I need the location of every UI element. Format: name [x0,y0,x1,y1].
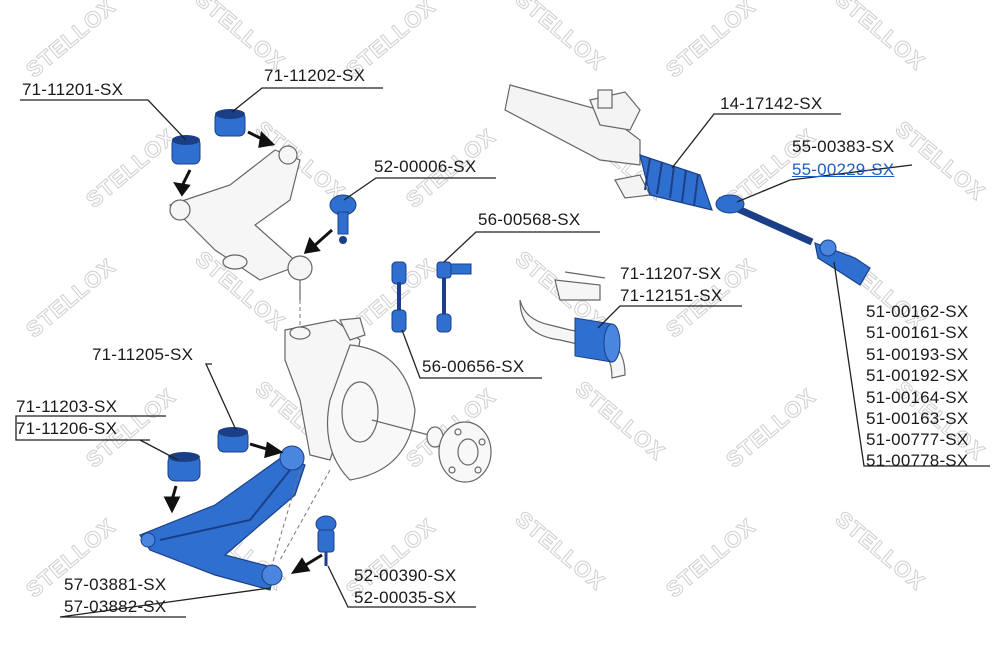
watermark-text: STELLOX [831,0,930,75]
part-label-52-00390[interactable]: 52-00390-SX [354,566,457,585]
upper-bushing-2-part[interactable] [214,109,246,137]
part-label-71-11202[interactable]: 71-11202-SX [264,66,366,85]
part-label-51-00778[interactable]: 51-00778-SX [866,451,969,470]
upper-control-arm [168,145,313,300]
watermark-text: STELLOX [511,0,610,75]
part-label-51-00192[interactable]: 51-00192-SX [866,366,969,385]
watermark-text: STELLOX [81,124,180,213]
watermark-text: STELLOX [571,376,670,465]
watermark-text: STELLOX [511,506,610,595]
lower-bushing-rear-part[interactable] [167,452,201,482]
part-label-51-00777[interactable]: 51-00777-SX [866,430,969,449]
part-label-51-00163[interactable]: 51-00163-SX [866,409,969,428]
watermark-text: STELLOX [831,506,930,595]
assembly-guides [271,300,331,566]
stabilizer-bushing-part[interactable] [574,317,621,363]
lower-bushing-front-part[interactable] [217,427,249,453]
watermark-text: STELLOX [721,384,820,473]
part-label-51-00162[interactable]: 51-00162-SX [866,302,969,321]
lower-ball-joint-part[interactable] [315,515,337,566]
part-label-71-11205[interactable]: 71-11205-SX [92,345,194,364]
part-label-71-11203[interactable]: 71-11203-SX [16,397,118,416]
part-label-57-03881[interactable]: 57-03881-SX [64,575,167,594]
part-label-51-00193[interactable]: 51-00193-SX [866,345,969,364]
part-label-52-00035[interactable]: 52-00035-SX [354,588,457,607]
watermark-text: STELLOX [191,0,290,75]
watermark-text: STELLOX [661,514,760,603]
part-label-71-12151[interactable]: 71-12151-SX [620,286,723,305]
inner-tie-rod-part[interactable] [715,194,814,246]
part-label-55-00229[interactable]: 55-00229-SX [792,160,895,179]
brake-shield [326,344,416,481]
part-label-56-00568[interactable]: 56-00568-SX [478,210,581,229]
upper-bushing-1-part[interactable] [171,135,201,165]
steering-rack-housing [504,84,651,199]
part-label-51-00164[interactable]: 51-00164-SX [866,388,969,407]
part-label-14-17142[interactable]: 14-17142-SX [720,94,823,113]
part-label-55-00383[interactable]: 55-00383-SX [792,137,895,156]
part-label-51-00161[interactable]: 51-00161-SX [866,323,969,342]
stabilizer-bar [519,271,626,379]
part-label-52-00006[interactable]: 52-00006-SX [374,157,477,176]
upper-ball-joint-part[interactable] [329,194,357,244]
watermark-text: STELLOX [891,116,990,205]
part-label-71-11201[interactable]: 71-11201-SX [22,80,124,99]
stabilizer-link-right-part[interactable] [436,261,472,333]
tie-rod-end-part[interactable] [814,239,871,286]
rack-boot-part[interactable] [639,154,713,211]
part-label-71-11207[interactable]: 71-11207-SX [620,264,722,283]
part-label-57-03882[interactable]: 57-03882-SX [64,597,167,616]
part-label-56-00656[interactable]: 56-00656-SX [422,357,525,376]
part-label-71-11206[interactable]: 71-11206-SX [16,419,118,438]
watermark-text: STELLOX [661,0,760,82]
wheel-hub [371,419,492,483]
stabilizer-link-left-part[interactable] [391,261,407,333]
watermark-text: STELLOX [21,0,120,82]
watermark-text: STELLOX [21,254,120,343]
leader-lines [15,87,990,618]
assembly-arrows [163,130,333,574]
lower-control-arm-part[interactable] [139,445,306,591]
